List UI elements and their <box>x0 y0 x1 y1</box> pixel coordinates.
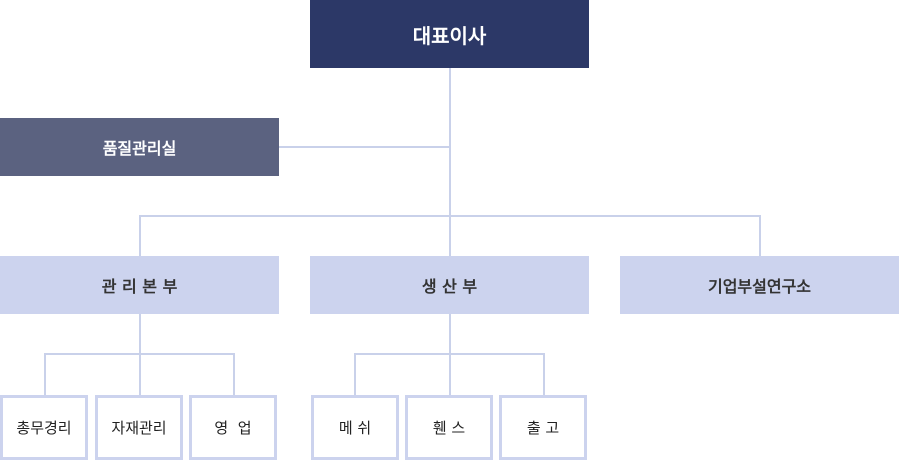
team-mesh: 메 쉬 <box>311 395 399 460</box>
connector-ceo-trunk <box>449 68 451 216</box>
connector-management-trunk <box>139 314 141 355</box>
team-shipping: 출 고 <box>499 395 587 460</box>
team-fence: 휀 스 <box>405 395 493 460</box>
connector-division-2 <box>449 215 451 256</box>
production-division-node: 생 산 부 <box>310 256 589 314</box>
connector-division-1 <box>139 215 141 256</box>
connector-team-1 <box>44 353 46 395</box>
management-division-node: 관 리 본 부 <box>0 256 279 314</box>
connector-team-6 <box>543 353 545 395</box>
team-general-accounting: 총무경리 <box>0 395 88 460</box>
connector-team-5 <box>449 353 451 395</box>
connector-production-trunk <box>449 314 451 355</box>
team-materials: 자재관리 <box>95 395 183 460</box>
team-sales: 영 업 <box>189 395 277 460</box>
ceo-node: 대표이사 <box>310 0 589 68</box>
connector-team-3 <box>233 353 235 395</box>
connector-quality <box>279 146 450 148</box>
quality-control-node: 품질관리실 <box>0 118 279 176</box>
connector-team-2 <box>139 353 141 395</box>
connector-division-3 <box>759 215 761 256</box>
research-institute-node: 기업부설연구소 <box>620 256 899 314</box>
connector-team-4 <box>354 353 356 395</box>
